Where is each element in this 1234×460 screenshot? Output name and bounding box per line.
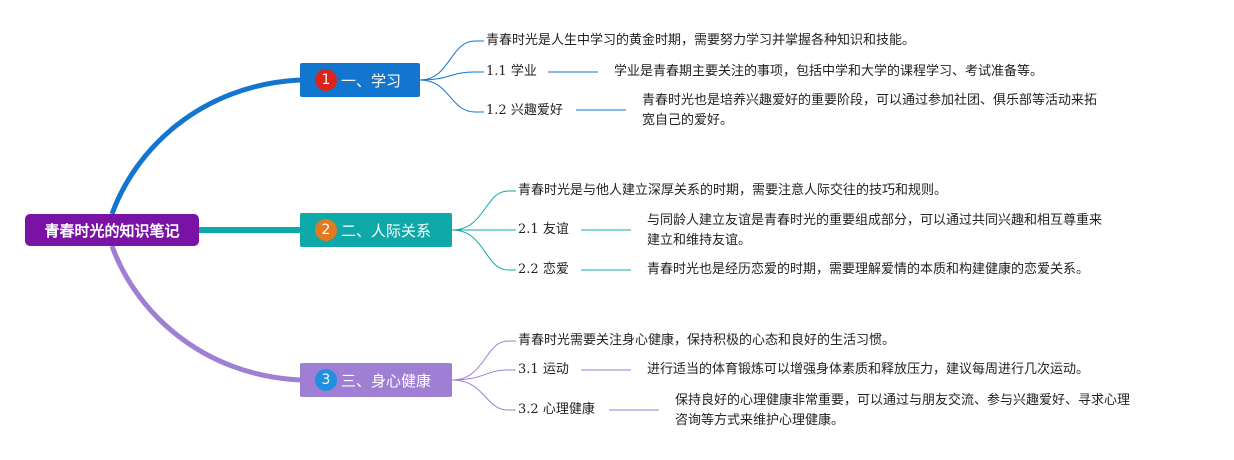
subtopic-1-2[interactable]: 1.2 兴趣爱好 — [486, 101, 563, 121]
number-badge-icon: 1 — [315, 69, 337, 91]
number-badge-icon: 3 — [315, 369, 337, 391]
note-line: 咨询等方式来维护心理健康。 — [675, 413, 845, 428]
branch-summary[interactable]: 青春时光是人生中学习的黄金时期，需要努力学习并掌握各种知识和技能。 — [486, 33, 916, 48]
subtopic-note[interactable]: 青春时光也是培养兴趣爱好的重要阶段，可以通过参加社团、俱乐部等活动来拓 宽自己的… — [642, 91, 1097, 131]
subtopic-note[interactable]: 保持良好的心理健康非常重要，可以通过与朋友交流、参与兴趣爱好、寻求心理 咨询等方… — [675, 391, 1130, 431]
subtopic-note[interactable]: 进行适当的体育锻炼可以增强身体素质和释放压力，建议每周进行几次运动。 — [647, 362, 1090, 377]
subtopic-title: 友谊 — [542, 222, 569, 237]
branch-summary[interactable]: 青春时光需要关注身心健康，保持积极的心态和良好的生活习惯。 — [518, 333, 896, 348]
number-badge-icon: 2 — [315, 219, 337, 241]
subtopic-title: 运动 — [542, 362, 569, 377]
subtopic-code: 2.1 — [518, 222, 539, 237]
branch-topic-relationships[interactable]: 2 二、人际关系 — [300, 213, 452, 247]
subtopic-3-1[interactable]: 3.1 运动 — [518, 360, 569, 380]
subtopic-code: 2.2 — [518, 262, 539, 277]
subtopic-title: 兴趣爱好 — [510, 103, 563, 118]
branch-label: 三、身心健康 — [341, 371, 432, 390]
note-line: 宽自己的爱好。 — [642, 113, 734, 128]
note-line: 青春时光也是培养兴趣爱好的重要阶段，可以通过参加社团、俱乐部等活动来拓 — [642, 93, 1098, 108]
note-line: 保持良好的心理健康非常重要，可以通过与朋友交流、参与兴趣爱好、寻求心理 — [675, 393, 1131, 408]
subtopic-3-2[interactable]: 3.2 心理健康 — [518, 400, 595, 420]
subtopic-code: 3.1 — [518, 362, 539, 377]
subtopic-note[interactable]: 青春时光也是经历恋爱的时期，需要理解爱情的本质和构建健康的恋爱关系。 — [647, 262, 1090, 277]
subtopic-2-1[interactable]: 2.1 友谊 — [518, 220, 569, 240]
root-topic[interactable]: 青春时光的知识笔记 — [25, 214, 199, 246]
subtopic-code: 3.2 — [518, 402, 539, 417]
subtopic-code: 1.2 — [486, 103, 507, 118]
note-line: 与同龄人建立友谊是青春时光的重要组成部分，可以通过共同兴趣和相互尊重来 — [647, 213, 1103, 228]
note-line: 建立和维持友谊。 — [647, 233, 752, 248]
subtopic-note[interactable]: 与同龄人建立友谊是青春时光的重要组成部分，可以通过共同兴趣和相互尊重来 建立和维… — [647, 211, 1102, 251]
branch-label: 二、人际关系 — [341, 221, 432, 240]
subtopic-title: 恋爱 — [542, 262, 569, 277]
branch-summary[interactable]: 青春时光是与他人建立深厚关系的时期，需要注意人际交往的技巧和规则。 — [518, 183, 948, 198]
subtopic-title: 学业 — [510, 64, 537, 79]
subtopic-note[interactable]: 学业是青春期主要关注的事项，包括中学和大学的课程学习、考试准备等。 — [614, 64, 1044, 79]
subtopic-title: 心理健康 — [542, 402, 595, 417]
branch-label: 一、学习 — [341, 71, 402, 90]
subtopic-1-1[interactable]: 1.1 学业 — [486, 62, 537, 82]
branch-topic-study[interactable]: 1 一、学习 — [300, 63, 420, 97]
subtopic-code: 1.1 — [486, 64, 507, 79]
subtopic-2-2[interactable]: 2.2 恋爱 — [518, 260, 569, 280]
branch-topic-health[interactable]: 3 三、身心健康 — [300, 363, 452, 397]
